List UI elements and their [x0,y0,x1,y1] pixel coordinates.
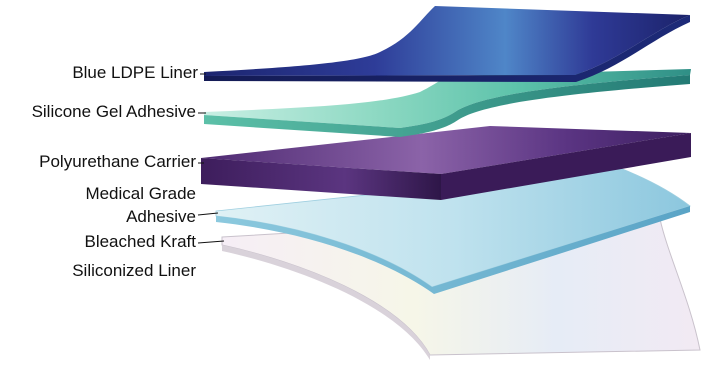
label-bleached-kraft-liner-line2: Siliconized Liner [72,261,196,280]
label-medical-grade-adhesive-line1: Medical Grade [85,184,196,203]
connector-bleached-kraft [197,240,225,244]
label-silicone-gel-adhesive: Silicone Gel Adhesive [31,102,196,121]
bleached-kraft-liner-layer [221,218,701,360]
label-bleached-kraft-liner-line1: Bleached Kraft [84,232,196,251]
label-connectors [197,73,225,244]
label-medical-grade-adhesive-line2: Adhesive [126,207,196,226]
polyurethane-carrier-layer [201,126,691,200]
medical-grade-adhesive-layer [215,167,691,294]
label-polyurethane-carrier: Polyurethane Carrier [39,152,196,171]
silicone-gel-adhesive-layer [204,69,691,137]
connector-medical-grade [197,212,219,216]
blue-ldpe-liner-layer [204,6,690,82]
label-blue-ldpe-liner: Blue LDPE Liner [72,63,198,82]
